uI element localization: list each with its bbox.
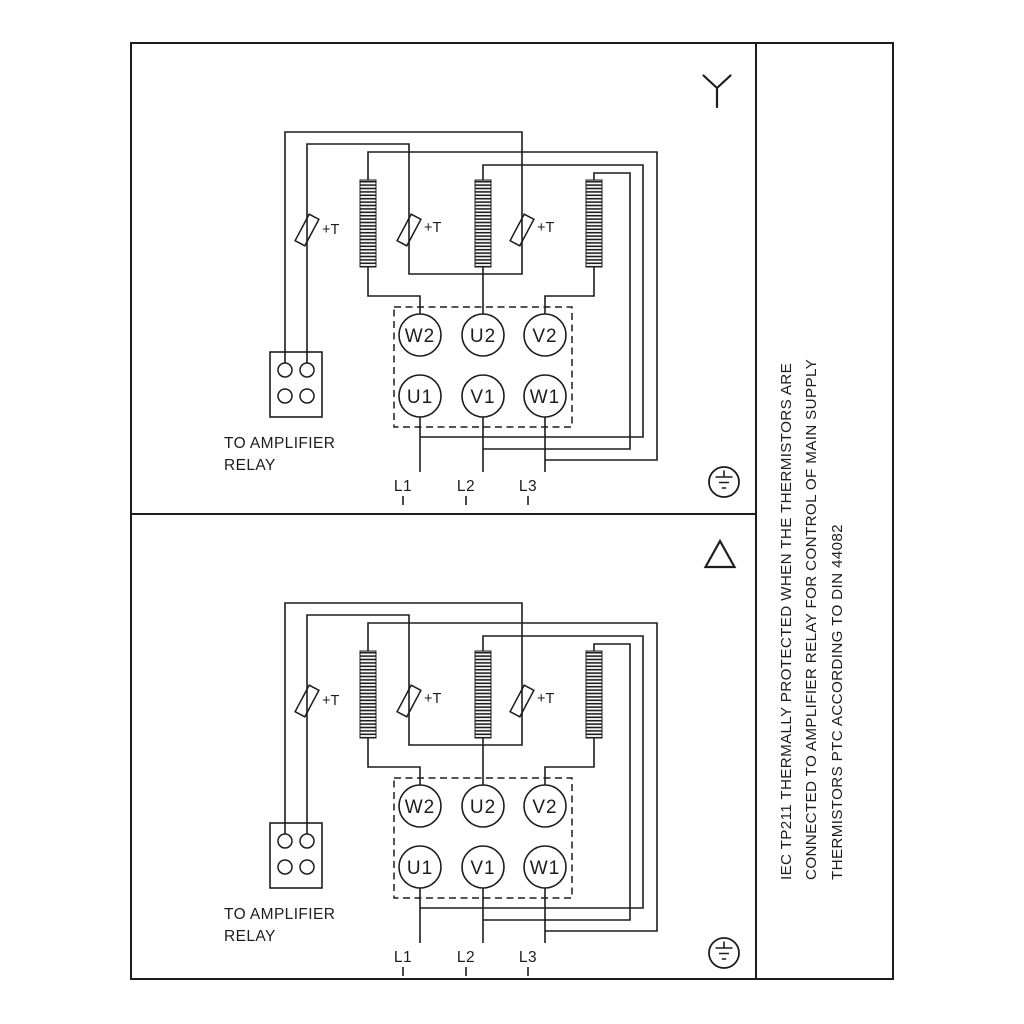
relay-caption-line1: TO AMPLIFIER <box>224 435 335 452</box>
supply-label-l3: L3 <box>519 949 537 966</box>
winding-u-wire <box>420 635 644 909</box>
terminal-w2 <box>398 784 442 828</box>
motor-winding-bar <box>359 179 377 268</box>
supply-wires <box>402 888 546 976</box>
relay-pin <box>299 833 315 849</box>
terminal-label-w1: W1 <box>530 387 561 408</box>
relay-pin <box>299 388 315 404</box>
terminal-v1 <box>461 845 505 889</box>
terminal-u1 <box>398 374 442 418</box>
supply-label-l3: L3 <box>519 478 537 495</box>
delta-symbol <box>703 538 737 569</box>
thermistor-label: +T <box>424 220 441 236</box>
thermistor-label: +T <box>537 220 554 236</box>
winding-w-wire <box>367 151 658 461</box>
star-symbol <box>702 74 732 109</box>
supply-wires <box>402 417 546 505</box>
supply-label-l2: L2 <box>457 949 475 966</box>
motor-winding-bar <box>474 179 492 268</box>
terminal-w1 <box>523 374 567 418</box>
terminal-v1 <box>461 374 505 418</box>
thermistor-circuit-wire <box>284 131 523 363</box>
relay-pin <box>277 362 293 378</box>
terminal-label-v1: V1 <box>470 858 495 879</box>
terminal-u2 <box>461 784 505 828</box>
side-note-line: IEC TP211 THERMALLY PROTECTED WHEN THE T… <box>778 362 795 880</box>
terminal-v2 <box>523 784 567 828</box>
motor-winding-bar <box>585 179 603 268</box>
relay-pin <box>277 388 293 404</box>
drawing-frame: +T +T +T W2 U2 V2 U1 V1 W1 TO AMPLIFIER … <box>130 42 894 980</box>
relay-pin <box>299 362 315 378</box>
relay-pin <box>299 859 315 875</box>
relay-pin <box>277 833 293 849</box>
terminal-w1 <box>523 845 567 889</box>
winding-u-wire <box>420 164 644 438</box>
side-note-line: CONNECTED TO AMPLIFIER RELAY FOR CONTROL… <box>803 358 821 880</box>
earth-ground-symbol <box>708 466 740 498</box>
terminal-u1 <box>398 845 442 889</box>
supply-label-l1: L1 <box>394 478 412 495</box>
terminal-v2 <box>523 313 567 357</box>
thermistor-circuit-wire <box>284 602 523 834</box>
motor-winding-bar <box>585 650 603 739</box>
relay-caption-line2: RELAY <box>224 928 276 945</box>
terminal-w2 <box>398 313 442 357</box>
winding-v-wire <box>483 643 631 921</box>
terminal-label-v2: V2 <box>532 326 557 347</box>
earth-ground-symbol <box>708 937 740 969</box>
amplifier-relay-connector <box>269 822 323 889</box>
side-note: IEC TP211 THERMALLY PROTECTED WHEN THE T… <box>774 358 850 880</box>
thermistor-label: +T <box>322 693 339 709</box>
terminal-label-u1: U1 <box>407 858 433 879</box>
terminal-label-w2: W2 <box>405 797 436 818</box>
terminal-label-u2: U2 <box>470 797 496 818</box>
thermistor-label: +T <box>537 691 554 707</box>
supply-label-l1: L1 <box>394 949 412 966</box>
panel-delta-connection: +T +T +T W2 U2 V2 U1 V1 W1 TO AMPLIFIER … <box>224 538 740 976</box>
winding-w-wire <box>367 622 658 932</box>
relay-caption-line1: TO AMPLIFIER <box>224 906 335 923</box>
terminal-label-u2: U2 <box>470 326 496 347</box>
supply-label-l2: L2 <box>457 478 475 495</box>
frame-vertical-divider <box>755 44 757 978</box>
terminal-label-u1: U1 <box>407 387 433 408</box>
terminal-board-outline <box>393 777 573 899</box>
frame-horizontal-divider <box>132 513 755 515</box>
terminal-u2 <box>461 313 505 357</box>
relay-pin <box>277 859 293 875</box>
motor-winding-bar <box>474 650 492 739</box>
relay-caption-line2: RELAY <box>224 457 276 474</box>
terminal-board-outline <box>393 306 573 428</box>
terminal-label-w1: W1 <box>530 858 561 879</box>
thermistor-label: +T <box>322 222 339 238</box>
thermistor-label: +T <box>424 691 441 707</box>
motor-winding-bar <box>359 650 377 739</box>
terminal-label-v1: V1 <box>470 387 495 408</box>
terminal-label-w2: W2 <box>405 326 436 347</box>
terminal-label-v2: V2 <box>532 797 557 818</box>
side-note-line: THERMISTORS PTC ACCORDING TO DIN 44082 <box>828 524 846 880</box>
panel-star-connection: +T +T +T W2 U2 V2 U1 V1 W1 TO AMPLIFIER … <box>224 74 740 505</box>
winding-v-wire <box>483 172 631 450</box>
amplifier-relay-connector <box>269 351 323 418</box>
